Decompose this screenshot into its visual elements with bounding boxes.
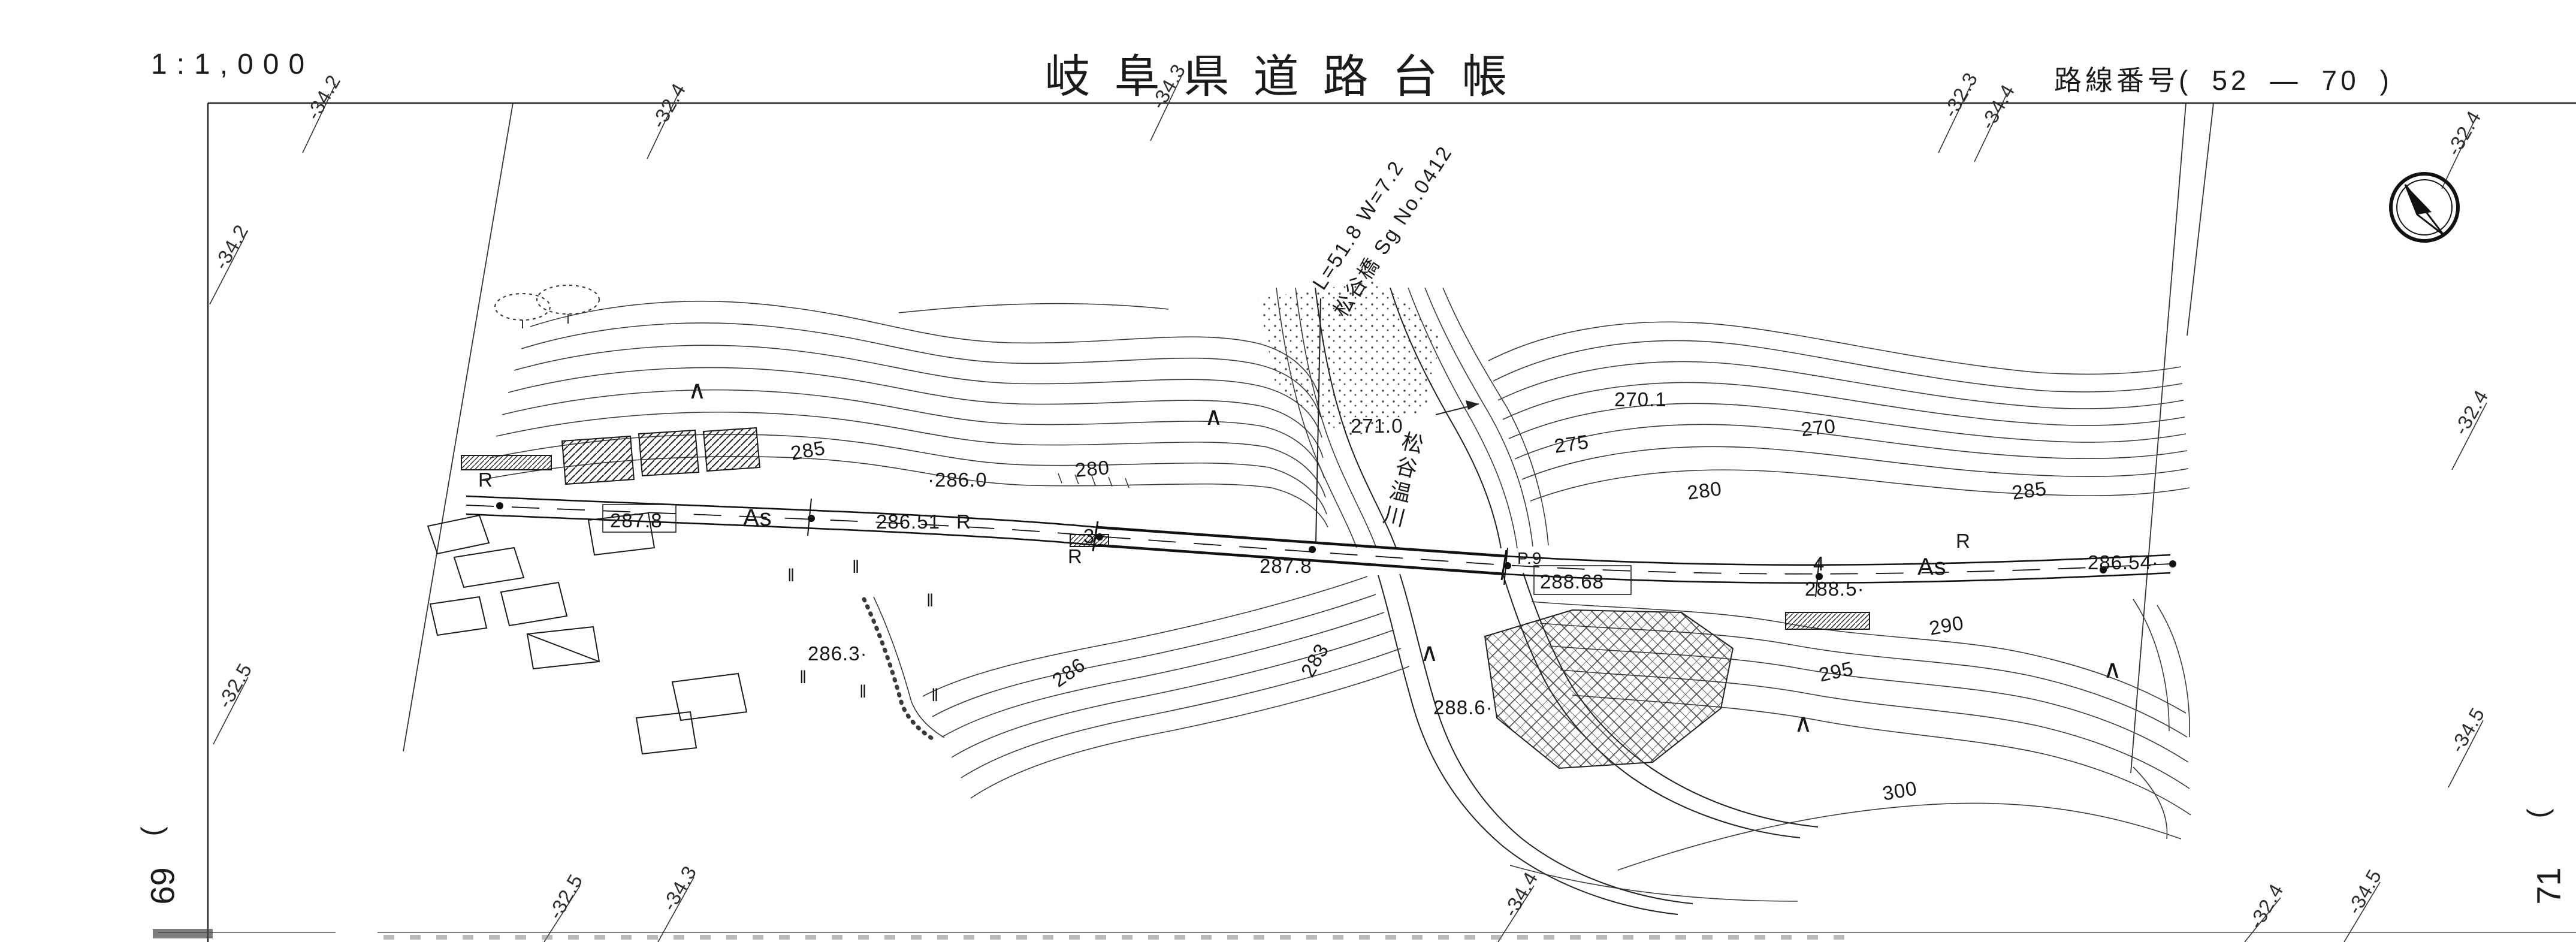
contour-lines-upper-left bbox=[482, 300, 1328, 528]
map-label: R bbox=[956, 511, 971, 533]
map-label: 288.6· bbox=[1433, 696, 1493, 718]
map-label: ∧ bbox=[2103, 655, 2122, 683]
map-label: ∧ bbox=[1794, 709, 1813, 737]
map-label: ∧ bbox=[688, 376, 707, 404]
scan-artifacts bbox=[153, 929, 1858, 940]
map-label: ‖ bbox=[787, 566, 796, 585]
map-label: 3 bbox=[1083, 525, 1095, 547]
map-label: 280 bbox=[1686, 477, 1724, 504]
map-label: As bbox=[743, 505, 772, 531]
map-scale: 1:1,000 bbox=[151, 49, 315, 80]
map-label: P.9 bbox=[1517, 549, 1542, 567]
map-label: As bbox=[1917, 554, 1947, 580]
grid-ticks bbox=[209, 71, 2487, 942]
map-label: 286.3· bbox=[808, 642, 868, 665]
crosshatch-field bbox=[1484, 609, 1734, 769]
map-label: R bbox=[1956, 530, 1971, 552]
route-number-from: 52 bbox=[2212, 65, 2250, 96]
road bbox=[466, 495, 2171, 597]
river-gorge-contours bbox=[1276, 287, 1549, 549]
map-label: 287.8 bbox=[1260, 555, 1312, 577]
tree-symbols bbox=[494, 285, 600, 328]
north-arrow-icon bbox=[2389, 172, 2460, 243]
map-label: 286.54· bbox=[2088, 551, 2159, 573]
sand-area bbox=[1258, 280, 1441, 439]
page-title: 岐阜県道路台帳 bbox=[1044, 52, 1532, 102]
map-label: ‖ bbox=[926, 591, 935, 611]
map-label: ∧ bbox=[1204, 402, 1224, 430]
route-number-to: 70 bbox=[2321, 65, 2360, 96]
map-label: ∧ bbox=[1420, 638, 1439, 666]
benchmark-boxes bbox=[602, 504, 1632, 595]
sheet-frame bbox=[158, 102, 2576, 942]
map-label: ·286.0 bbox=[928, 469, 987, 491]
route-number-dash: — bbox=[2270, 65, 2302, 96]
map-label: 271.0 bbox=[1351, 415, 1403, 437]
map-label: 4 bbox=[1813, 552, 1825, 575]
map-label: 285 bbox=[2010, 477, 2049, 504]
map-label: ‖ bbox=[799, 668, 808, 687]
right-page-number: 71 bbox=[2529, 867, 2568, 905]
map-label: 288.68 bbox=[1540, 570, 1604, 593]
buildings bbox=[427, 427, 1870, 755]
map-label: ‖ bbox=[931, 686, 940, 705]
map-label: R bbox=[478, 469, 493, 491]
right-page-paren: ( bbox=[2522, 808, 2554, 819]
contour-lines-lower-left bbox=[862, 576, 1410, 799]
route-number: 路線番号( 52 — 70 ) bbox=[2054, 59, 2393, 98]
map-label: 280 bbox=[1074, 456, 1111, 481]
route-number-suffix: ) bbox=[2379, 65, 2393, 96]
map-label: 288.5· bbox=[1805, 578, 1865, 600]
survey-points bbox=[496, 502, 2176, 580]
map-label: R bbox=[1068, 545, 1083, 567]
map-label: 270 bbox=[1800, 415, 1837, 440]
left-page-number: 69 bbox=[143, 867, 182, 905]
bridge-leader bbox=[1315, 298, 1479, 543]
contour-lines-right bbox=[1488, 321, 2190, 502]
map-label: 275 bbox=[1553, 430, 1591, 457]
route-number-prefix: 路線番号( bbox=[2054, 65, 2192, 96]
map-label: 286.51 bbox=[876, 511, 940, 533]
left-page-paren: ( bbox=[136, 826, 168, 837]
map-label: 287.8 bbox=[610, 509, 663, 532]
map-label: 270.1 bbox=[1614, 388, 1667, 410]
map-label: ‖ bbox=[852, 557, 860, 577]
map-label: ‖ bbox=[859, 682, 868, 702]
